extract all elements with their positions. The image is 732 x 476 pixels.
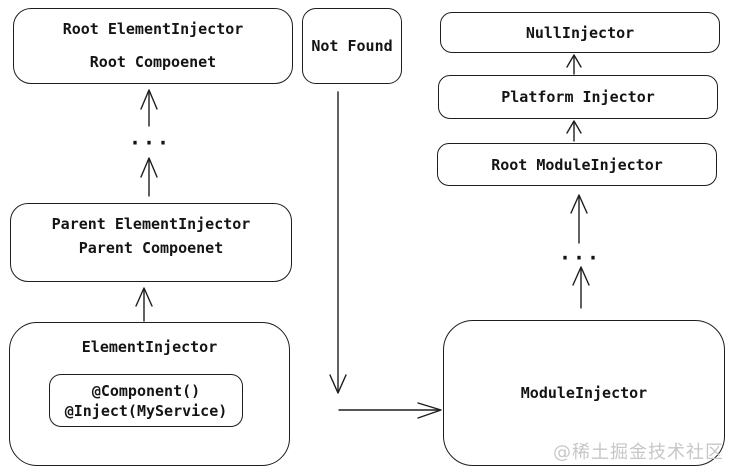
moduleinjector-box: ModuleInjector [443,320,725,466]
inject-myservice-label: @Inject(MyService) [64,401,228,420]
arrow-ellipsis-left-up [140,157,158,197]
parent-elementinjector-box: Parent ElementInjector Parent Compoenet [10,203,292,282]
root-elementinjector-label: Root ElementInjector [62,20,244,38]
arrow-not-found-down [329,91,347,394]
moduleinjector-label: ModuleInjector [520,384,648,402]
nullinjector-box: NullInjector [440,12,720,53]
parent-elementinjector-label: Parent ElementInjector [51,215,251,233]
elementinjector-box: ElementInjector @Component() @Inject(MyS… [9,322,290,466]
arrow-ellipsis-right-up [570,194,588,244]
ellipsis-left: ... [128,125,172,150]
arrow-to-module-injector-right [338,402,442,419]
arrow-parent-up [135,287,153,322]
arrow-root-up [140,89,158,127]
root-component-label: Root Compoenet [89,53,217,71]
elementinjector-label: ElementInjector [81,338,218,356]
root-elementinjector-box: Root ElementInjector Root Compoenet [13,8,293,84]
not-found-label: Not Found [311,37,393,55]
arrow-module-to-ellipsis-up [572,266,590,309]
not-found-box: Not Found [302,8,402,84]
component-inject-box: @Component() @Inject(MyService) [49,374,243,427]
root-moduleinjector-box: Root ModuleInjector [437,143,717,186]
root-moduleinjector-label: Root ModuleInjector [491,155,663,174]
platform-injector-label: Platform Injector [501,88,655,106]
arrow-platform-to-null-up [566,54,582,75]
nullinjector-label: NullInjector [525,23,635,42]
platform-injector-box: Platform Injector [438,75,718,119]
component-decorator-label: @Component() [91,381,201,400]
arrow-rootmodule-to-platform-up [566,120,582,142]
ellipsis-right: ... [558,240,602,265]
parent-component-label: Parent Compoenet [78,239,224,257]
watermark-text: @稀土掘金技术社区 [553,442,724,463]
